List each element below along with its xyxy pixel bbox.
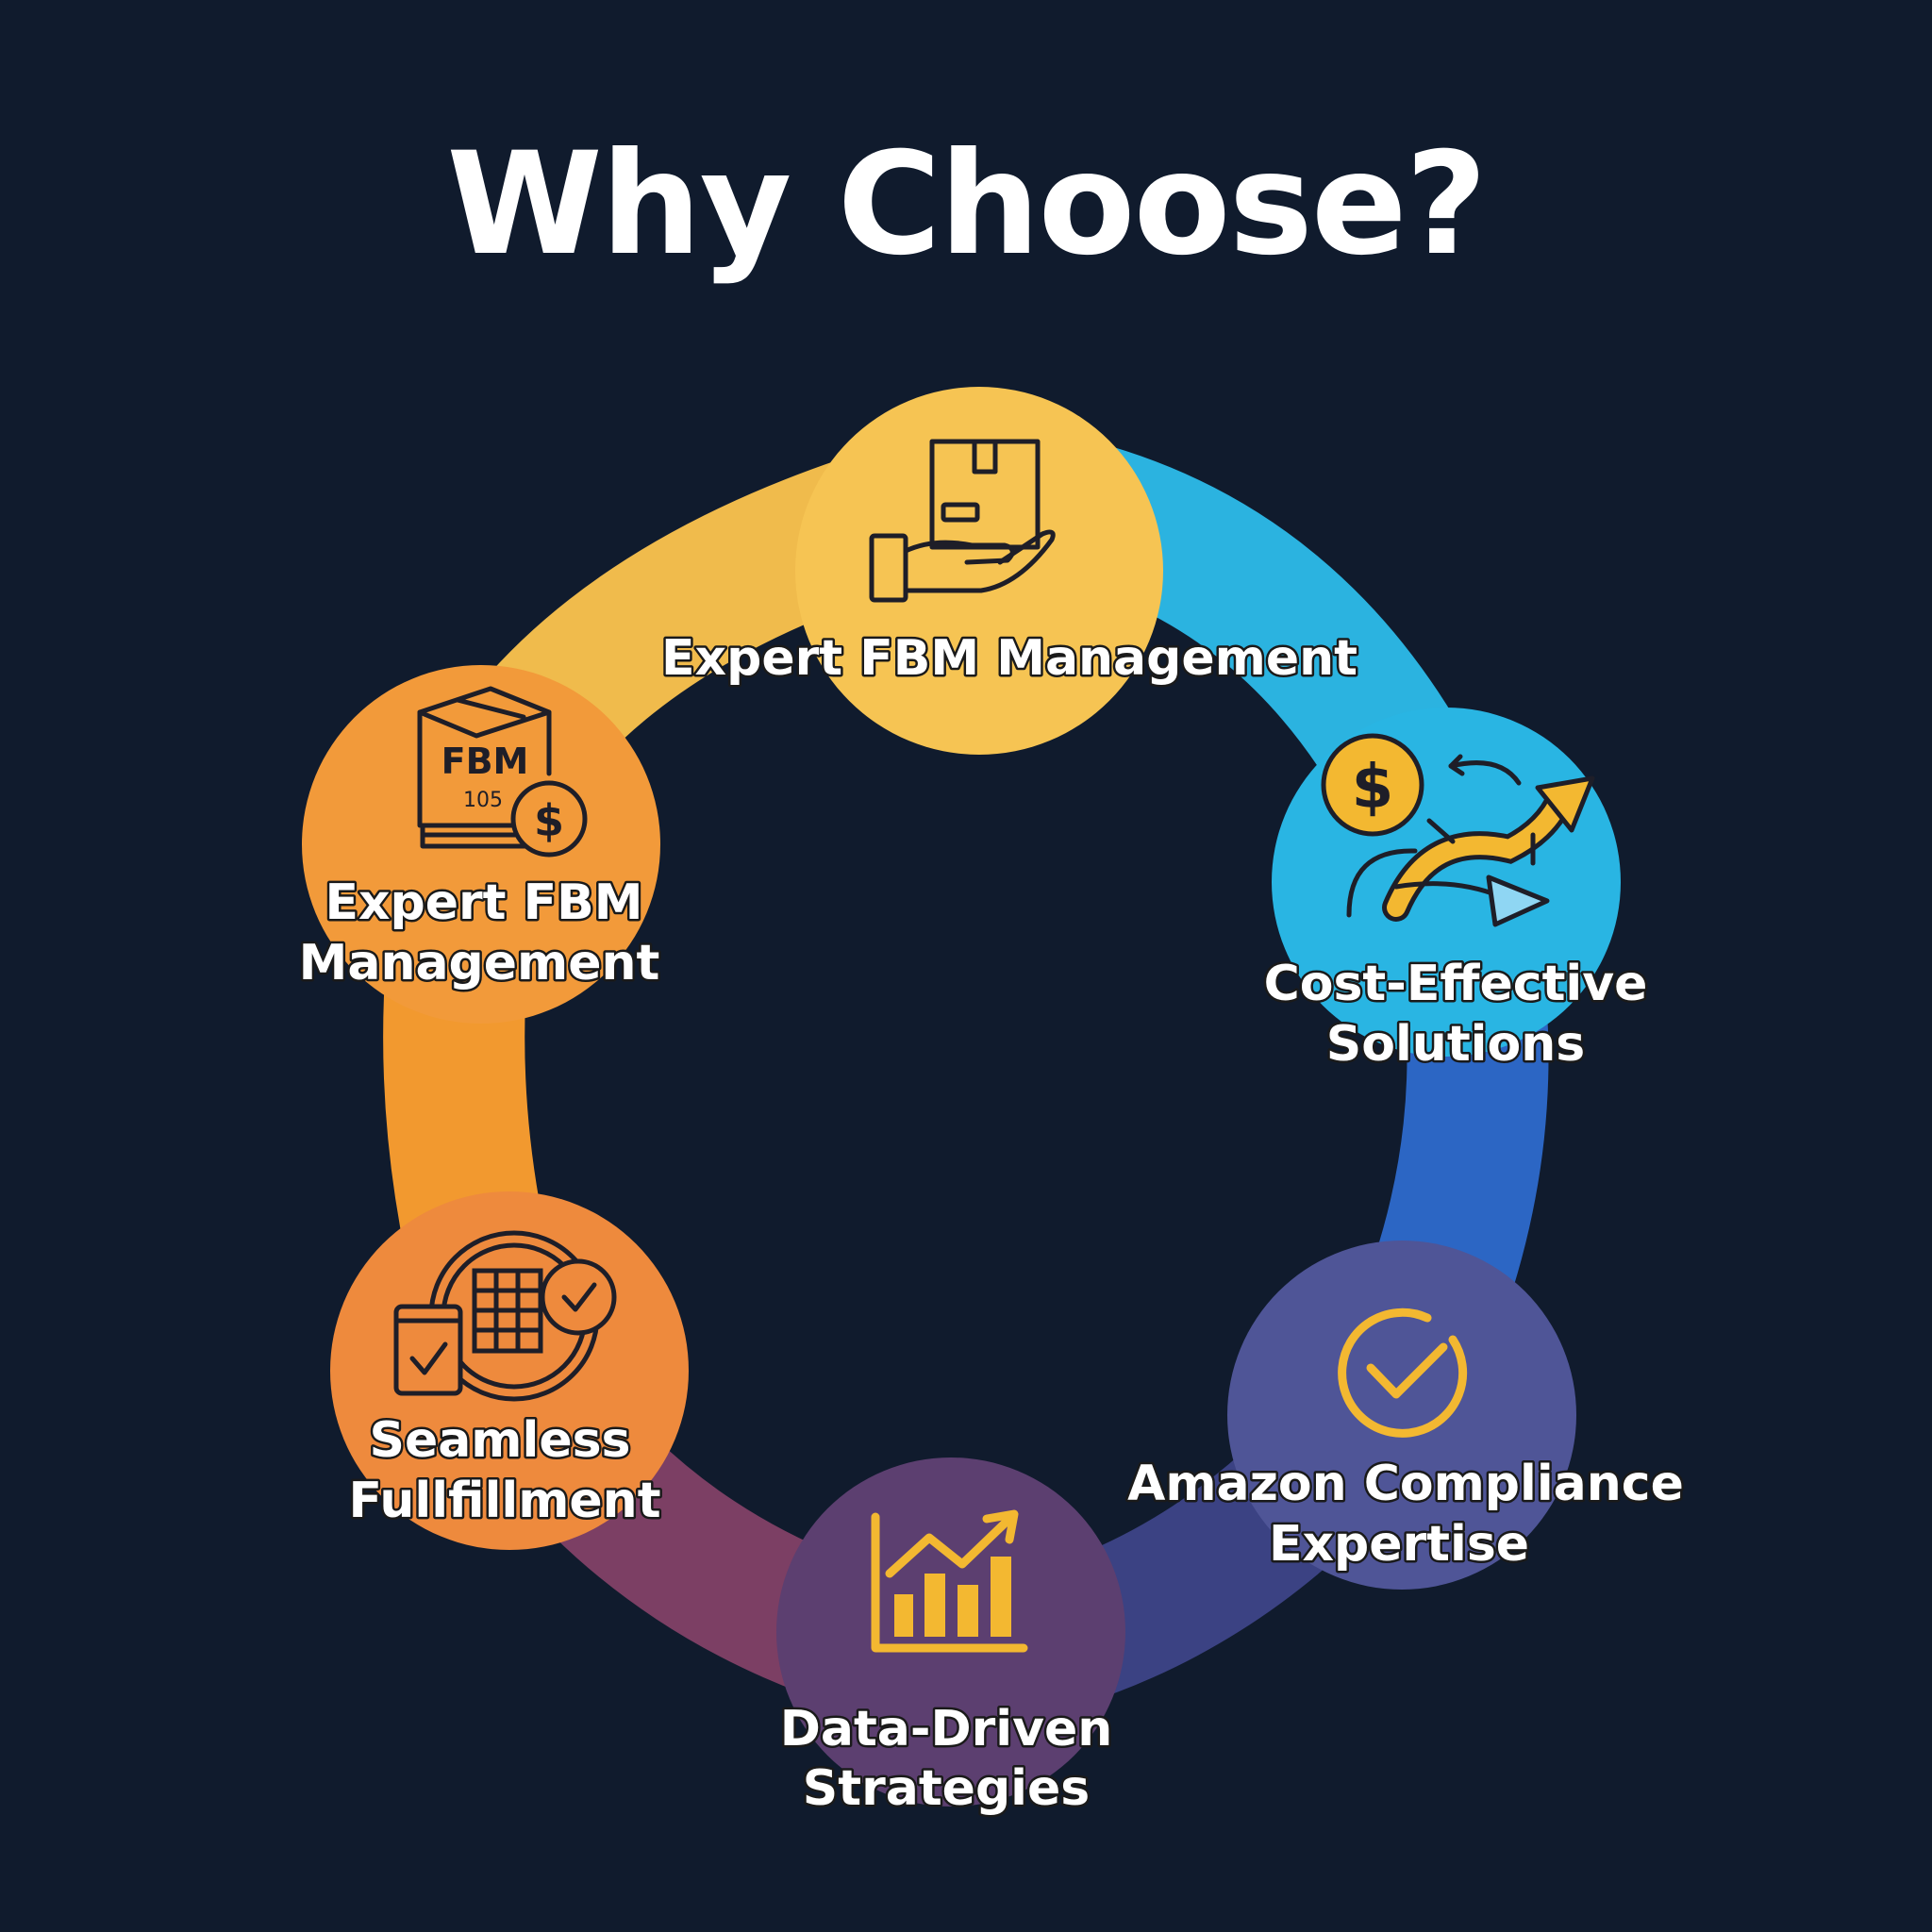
node-label-left-line-2: Management bbox=[299, 935, 660, 991]
dollar-symbol: $ bbox=[1352, 753, 1394, 823]
node-label-top-line-1: Expert FBM Management bbox=[661, 630, 1357, 687]
fbm-icon-text: FBM bbox=[441, 741, 529, 782]
node-label-right-line-1: Cost-Effective bbox=[1264, 956, 1648, 1012]
node-label-bottomleft-line-2: Fullfillment bbox=[348, 1473, 660, 1529]
node-label-bottomleft-line-1: Seamless bbox=[370, 1412, 631, 1469]
node-expert-fbm-top: Expert FBM Management bbox=[659, 387, 1359, 755]
cost-arrows-icon: $ bbox=[1321, 733, 1595, 927]
node-label-bottomright-line-2: Expertise bbox=[1269, 1516, 1529, 1573]
node-cost-effective: $ Cost-Effective Solutions bbox=[1261, 708, 1650, 1075]
node-label-right-line-2: Solutions bbox=[1326, 1016, 1585, 1073]
fbm-icon-number: 105 bbox=[463, 789, 503, 812]
node-label-bottomright-line-1: Amazon Compliance bbox=[1127, 1456, 1684, 1512]
node-amazon-compliance: Amazon Compliance Expertise bbox=[1125, 1241, 1686, 1590]
node-label-left-line-1: Expert FBM bbox=[325, 874, 642, 931]
page-title: Why Choose? bbox=[446, 123, 1487, 287]
bar-chart-growth-icon bbox=[871, 1509, 1028, 1653]
box-in-hand-icon bbox=[869, 439, 1056, 603]
node-label-bottom-line-2: Strategies bbox=[803, 1760, 1090, 1817]
node-seamless-fulfillment: Seamless Fullfillment bbox=[330, 1191, 689, 1550]
check-circle-icon bbox=[1338, 1307, 1468, 1438]
fbm-box-dollar-icon: FBM 105 $ bbox=[417, 686, 588, 858]
node-data-driven: Data-Driven Strategies bbox=[776, 1457, 1125, 1820]
dollar-symbol-left: $ bbox=[534, 795, 564, 846]
node-expert-fbm-left: FBM 105 $ Expert FBM Management bbox=[296, 665, 662, 1024]
node-label-bottom-line-1: Data-Driven bbox=[780, 1701, 1113, 1757]
fulfillment-check-icon bbox=[393, 1230, 617, 1402]
